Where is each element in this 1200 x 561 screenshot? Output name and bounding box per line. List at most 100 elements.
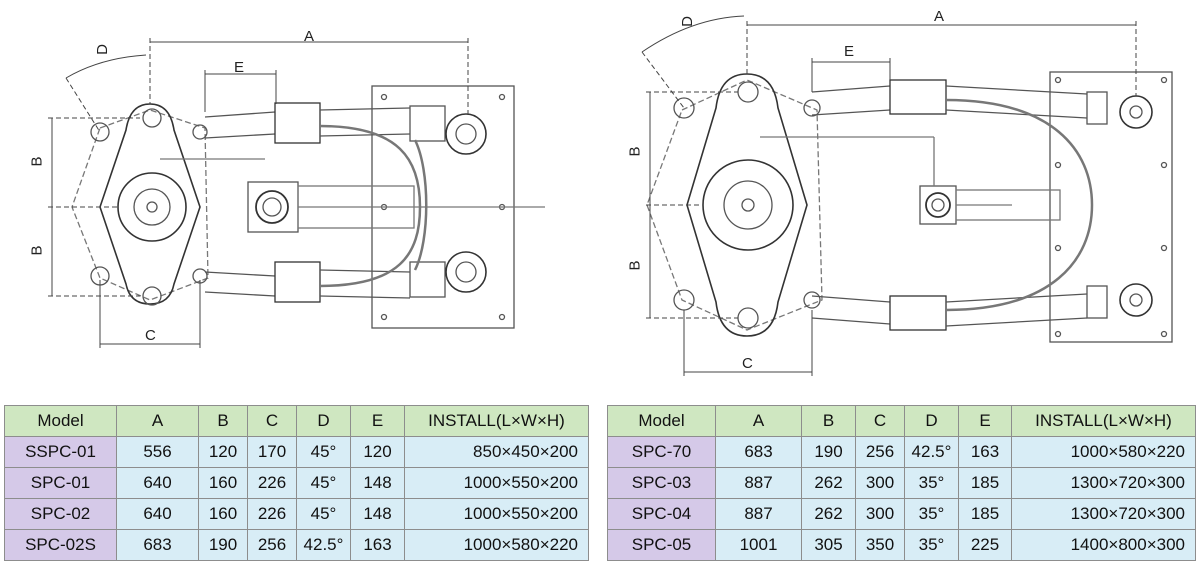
- dimension-label-e: E: [844, 43, 855, 60]
- cell-c: 170: [247, 436, 297, 468]
- cell-install: 1000×580×220: [404, 529, 589, 561]
- cell-b: 190: [198, 529, 248, 561]
- cell-a: 887: [715, 467, 802, 499]
- dimension-label-c: C: [742, 355, 753, 372]
- cell-e: 148: [350, 498, 405, 530]
- table-row: SPC-70 683 190 256 42.5° 163 1000×580×22…: [607, 436, 1196, 468]
- cell-b: 190: [801, 436, 856, 468]
- cell-e: 163: [350, 529, 405, 561]
- cell-d: 45°: [296, 467, 351, 499]
- technical-drawing-right: A E D B B C: [602, 0, 1200, 398]
- cell-a: 640: [116, 467, 199, 499]
- cell-e: 185: [958, 498, 1012, 530]
- cell-e: 163: [958, 436, 1012, 468]
- cell-d: 35°: [904, 467, 959, 499]
- dimension-label-c: C: [145, 327, 156, 344]
- column-header: E: [958, 405, 1012, 437]
- table-row: SSPC-01 556 120 170 45° 120 850×450×200: [4, 436, 589, 468]
- table-row: SPC-04 887 262 300 35° 185 1300×720×300: [607, 498, 1196, 530]
- cell-d: 45°: [296, 498, 351, 530]
- cell-c: 226: [247, 467, 297, 499]
- drawing-left-svg: [48, 38, 545, 348]
- column-header: A: [715, 405, 802, 437]
- cell-c: 300: [855, 467, 905, 499]
- model-cell: SSPC-01: [4, 436, 117, 468]
- cell-d: 42.5°: [296, 529, 351, 561]
- arm-phantom-outline: [71, 109, 209, 301]
- arm-phantom-outline: [646, 79, 823, 331]
- technical-drawing-left: A E D B B C: [0, 0, 598, 398]
- cell-a: 640: [116, 498, 199, 530]
- cell-e: 148: [350, 467, 405, 499]
- cell-b: 262: [801, 498, 856, 530]
- model-cell: SPC-04: [607, 498, 716, 530]
- cell-a: 556: [116, 436, 199, 468]
- column-header: C: [247, 405, 297, 437]
- table-row: SPC-05 1001 305 350 35° 225 1400×800×300: [607, 529, 1196, 561]
- model-cell: SPC-70: [607, 436, 716, 468]
- cell-c: 350: [855, 529, 905, 561]
- dimension-label-b-upper: B: [28, 156, 46, 167]
- table-header-row: Model A B C D E INSTALL(L×W×H): [607, 405, 1196, 437]
- cell-c: 300: [855, 498, 905, 530]
- dimension-label-d: D: [678, 16, 696, 27]
- cell-e: 120: [350, 436, 405, 468]
- column-header: D: [904, 405, 959, 437]
- cell-install: 1300×720×300: [1011, 498, 1196, 530]
- cell-install: 1300×720×300: [1011, 467, 1196, 499]
- main-arm: [686, 73, 808, 337]
- cell-install: 1000×550×200: [404, 498, 589, 530]
- table-row: SPC-03 887 262 300 35° 185 1300×720×300: [607, 467, 1196, 499]
- table-header-row: Model A B C D E INSTALL(L×W×H): [4, 405, 589, 437]
- cell-a: 887: [715, 498, 802, 530]
- drawing-right-svg: [641, 15, 1173, 376]
- model-cell: SPC-03: [607, 467, 716, 499]
- table-row: SPC-02 640 160 226 45° 148 1000×550×200: [4, 498, 589, 530]
- cell-install: 1000×550×200: [404, 467, 589, 499]
- dimension-label-b-upper: B: [626, 146, 644, 157]
- cell-c: 256: [247, 529, 297, 561]
- cell-d: 45°: [296, 436, 351, 468]
- cell-a: 1001: [715, 529, 802, 561]
- column-header: A: [116, 405, 199, 437]
- column-header: Model: [4, 405, 117, 437]
- dimension-label-d: D: [93, 44, 111, 55]
- dimension-label-b-lower: B: [626, 260, 644, 271]
- cell-b: 305: [801, 529, 856, 561]
- column-header: B: [198, 405, 248, 437]
- cell-c: 226: [247, 498, 297, 530]
- table-row: SPC-01 640 160 226 45° 148 1000×550×200: [4, 467, 589, 499]
- cell-c: 256: [855, 436, 905, 468]
- cell-install: 1400×800×300: [1011, 529, 1196, 561]
- spec-table-left: Model A B C D E INSTALL(L×W×H) SSPC-01 5…: [4, 405, 589, 561]
- cell-a: 683: [116, 529, 199, 561]
- mounting-plate: [1049, 71, 1173, 343]
- cell-e: 225: [958, 529, 1012, 561]
- cell-install: 850×450×200: [404, 436, 589, 468]
- column-header: Model: [607, 405, 716, 437]
- cell-b: 160: [198, 498, 248, 530]
- cell-d: 35°: [904, 498, 959, 530]
- cell-b: 262: [801, 467, 856, 499]
- dimension-label-a: A: [934, 8, 945, 25]
- cell-b: 120: [198, 436, 248, 468]
- model-cell: SPC-02S: [4, 529, 117, 561]
- cell-e: 185: [958, 467, 1012, 499]
- column-header: C: [855, 405, 905, 437]
- model-cell: SPC-05: [607, 529, 716, 561]
- model-cell: SPC-02: [4, 498, 117, 530]
- cell-b: 160: [198, 467, 248, 499]
- spec-table-right: Model A B C D E INSTALL(L×W×H) SPC-70 68…: [607, 405, 1196, 561]
- column-header: E: [350, 405, 405, 437]
- column-header: INSTALL(L×W×H): [1011, 405, 1196, 437]
- cell-d: 42.5°: [904, 436, 959, 468]
- column-header: INSTALL(L×W×H): [404, 405, 589, 437]
- dimension-label-e: E: [234, 59, 245, 76]
- dimension-label-b-lower: B: [28, 245, 46, 256]
- cell-a: 683: [715, 436, 802, 468]
- column-header: D: [296, 405, 351, 437]
- column-header: B: [801, 405, 856, 437]
- cell-install: 1000×580×220: [1011, 436, 1196, 468]
- model-cell: SPC-01: [4, 467, 117, 499]
- main-arm: [99, 103, 201, 305]
